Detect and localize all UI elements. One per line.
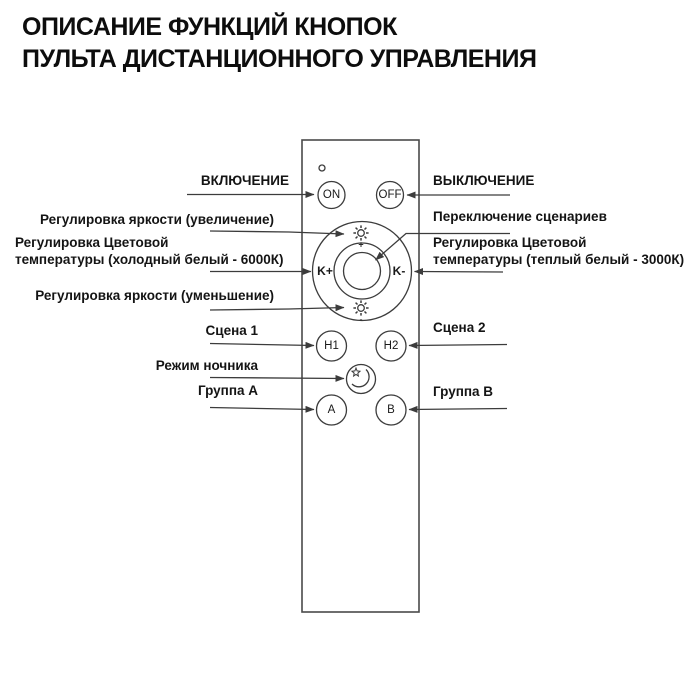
arrow-cct-warm: [414, 268, 504, 276]
callout-scene-1: Сцена 1: [205, 323, 258, 338]
callout-cct-cold-line2: температуры (холодный белый - 6000К): [15, 252, 284, 267]
arrow-brightness-up: [209, 230, 345, 238]
on-button: [317, 180, 346, 210]
page-title: ОПИСАНИЕ ФУНКЦИЙ КНОПОК ПУЛЬТА ДИСТАНЦИО…: [22, 11, 537, 75]
callout-brightness-down: Регулировка яркости (уменьшение): [35, 288, 274, 303]
off-button-label: OFF: [379, 189, 402, 201]
callout-cct-warm-line2: температуры (теплый белый - 3000К): [433, 252, 685, 267]
arrow-group-b: [408, 405, 508, 413]
callout-scene-2: Сцена 2: [433, 320, 486, 335]
callout-cct-cold-line1: Регулировка Цветовой: [15, 235, 169, 250]
group-a-button-label: A: [328, 404, 336, 416]
star-icon: [350, 366, 362, 378]
arrow-scene-1: [209, 341, 315, 349]
group-b-button-label: B: [387, 404, 395, 416]
brightness-up-plus-mark: +: [358, 240, 363, 250]
arrow-scenario-switch: [375, 232, 510, 261]
led-indicator-icon: [318, 164, 326, 172]
callout-cct-warm-line1: Регулировка Цветовой: [433, 235, 587, 250]
night-mode-button: [345, 363, 377, 395]
callout-scenario-switch: Переключение сценариев: [433, 209, 607, 224]
callout-brightness-up: Регулировка яркости (увеличение): [39, 212, 274, 227]
dial-middle-ring: [333, 242, 391, 300]
callout-cct-cold: Регулировка Цветовой температуры (холодн…: [15, 234, 284, 268]
k-plus-button-label: K+: [317, 264, 333, 278]
h2-button: [375, 330, 407, 362]
arrow-brightness-down: [209, 304, 345, 312]
dial-center-button: [342, 251, 382, 291]
arrow-scene-2: [408, 341, 508, 349]
brightness-down-minus-mark: -: [360, 315, 363, 325]
title-line-2: ПУЛЬТА ДИСТАНЦИОННОГО УПРАВЛЕНИЯ: [22, 45, 537, 73]
callout-group-a: Группа A: [197, 383, 258, 398]
off-button: [375, 180, 405, 210]
callout-power-off: ВЫКЛЮЧЕНИЕ: [433, 173, 535, 188]
group-a-button: [315, 394, 348, 426]
title-line-1: ОПИСАНИЕ ФУНКЦИЙ КНОПОК: [22, 13, 397, 41]
k-minus-button-label: K-: [393, 264, 406, 278]
callout-night-mode: Режим ночника: [155, 358, 258, 373]
h1-button-label: H1: [324, 340, 339, 352]
dial-outer-ring: [311, 220, 413, 322]
callout-power-on: ВКЛЮЧЕНИЕ: [200, 173, 289, 188]
on-button-label: ON: [323, 189, 340, 201]
callout-cct-warm: Регулировка Цветовой температуры (теплый…: [433, 234, 684, 268]
h2-button-label: H2: [384, 340, 399, 352]
arrow-night-mode: [209, 374, 345, 382]
arrow-group-a: [209, 405, 315, 413]
group-b-button: [375, 394, 407, 426]
callout-group-b: Группа B: [433, 384, 494, 399]
h1-button: [315, 330, 348, 362]
crescent-moon-icon: [351, 369, 370, 388]
